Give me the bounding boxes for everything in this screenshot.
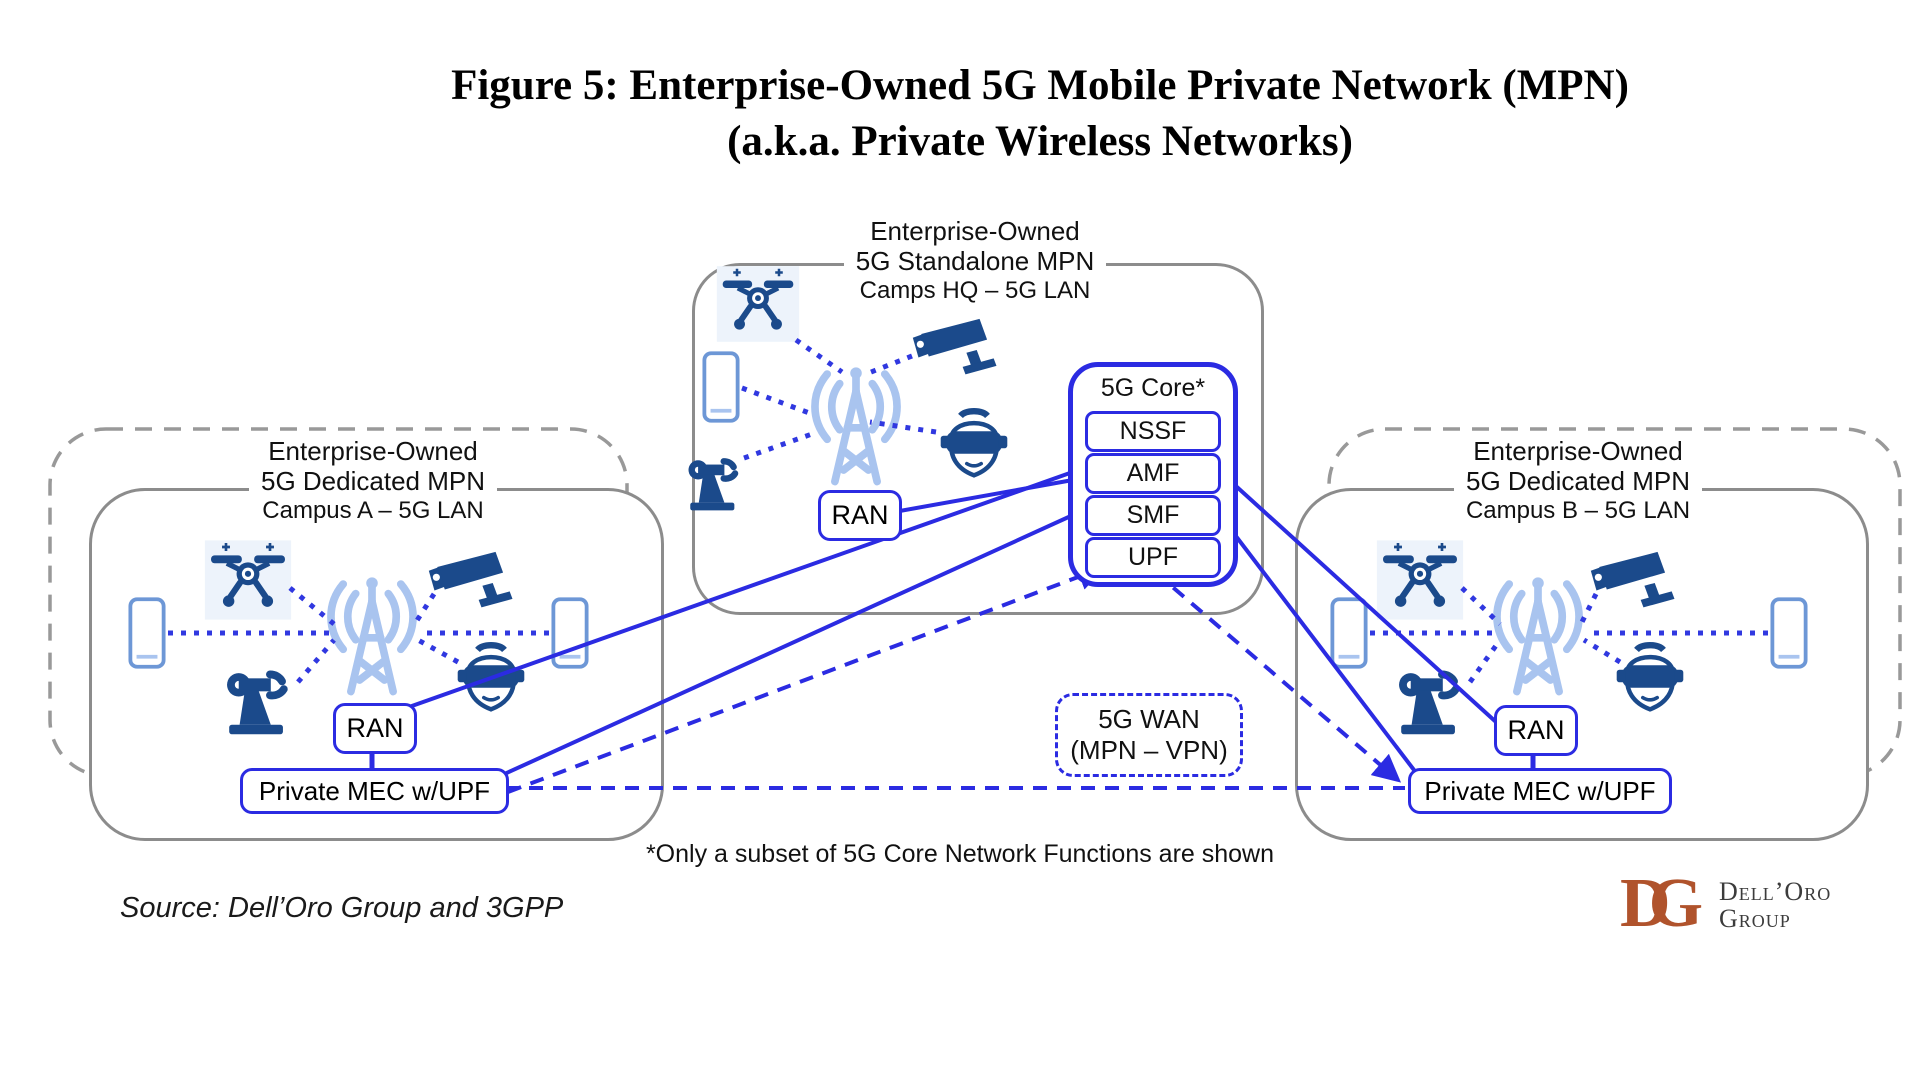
vr-headset-icon — [938, 402, 1010, 482]
campus-a-header: Enterprise-Owned 5G Dedicated MPN Campus… — [173, 436, 573, 526]
campus-b-header: Enterprise-Owned 5G Dedicated MPN Campus… — [1378, 436, 1778, 526]
a-private-mec-box: Private MEC w/UPF — [240, 768, 509, 814]
campus-hq-header-line1: Enterprise-Owned — [870, 216, 1080, 246]
core-fn-amf: AMF — [1085, 453, 1221, 494]
campus-a-header-line3: Campus A – 5G LAN — [262, 497, 484, 524]
5g-wan-box: 5G WAN (MPN – VPN) — [1055, 693, 1243, 777]
5g-wan-line2: (MPN – VPN) — [1070, 735, 1228, 765]
campus-hq-header-line3: Camps HQ – 5G LAN — [859, 277, 1091, 304]
wordmark-line2: Group — [1719, 904, 1791, 933]
core-fn-smf: SMF — [1085, 495, 1221, 536]
cctv-camera-icon — [426, 543, 520, 621]
core-footnote: *Only a subset of 5G Core Network Functi… — [645, 840, 1275, 868]
monogram-g: G — [1648, 865, 1704, 942]
campus-hq-header: Enterprise-Owned 5G Standalone MPN Camps… — [775, 216, 1175, 306]
smartphone-icon — [551, 596, 589, 670]
cell-tower-icon — [808, 360, 904, 486]
cctv-camera-icon — [1588, 543, 1682, 621]
hq-ran-box: RAN — [818, 490, 902, 541]
campus-a-header-line2: 5G Dedicated MPN — [249, 466, 497, 496]
core-fn-nssf: NSSF — [1085, 411, 1221, 452]
5g-core-box: 5G Core* NSSF AMF SMF UPF — [1068, 362, 1238, 587]
campus-b-header-line2: 5G Dedicated MPN — [1454, 466, 1702, 496]
figure-title-line2: (a.k.a. Private Wireless Networks) — [727, 118, 1353, 165]
robot-arm-icon — [224, 646, 302, 741]
cell-tower-icon — [1490, 570, 1586, 696]
drone-icon — [204, 536, 292, 624]
cctv-camera-icon — [910, 310, 1004, 388]
cell-tower-icon — [324, 570, 420, 696]
campus-hq-header-line2: 5G Standalone MPN — [843, 246, 1107, 276]
source-credit: Source: Dell’Oro Group and 3GPP — [120, 892, 564, 924]
vr-headset-icon — [455, 636, 527, 716]
5g-core-title: 5G Core* — [1100, 374, 1206, 402]
a-ran-box: RAN — [333, 703, 417, 754]
robot-arm-icon — [1396, 646, 1474, 741]
monogram-d: D — [1620, 865, 1671, 942]
campus-a-header-line1: Enterprise-Owned — [268, 436, 478, 466]
delloro-wordmark: Dell’Oro Group — [1719, 878, 1831, 932]
campus-b-header-line1: Enterprise-Owned — [1473, 436, 1683, 466]
smartphone-icon — [1770, 596, 1808, 670]
drone-icon — [1376, 536, 1464, 624]
delloro-logo: DG Dell’Oro Group — [1620, 869, 1831, 939]
robot-arm-icon — [686, 440, 750, 514]
campus-b-header-line3: Campus B – 5G LAN — [1465, 497, 1691, 524]
5g-wan-line1: 5G WAN — [1098, 704, 1200, 734]
wordmark-line1: Dell’Oro — [1719, 877, 1832, 906]
figure-title-line1: Figure 5: Enterprise-Owned 5G Mobile Pri… — [451, 62, 1629, 109]
delloro-monogram: DG — [1620, 869, 1703, 939]
vr-headset-icon — [1614, 636, 1686, 716]
drone-icon — [716, 262, 800, 346]
smartphone-icon — [128, 596, 166, 670]
smartphone-icon — [702, 350, 740, 424]
figure-title: Figure 5: Enterprise-Owned 5G Mobile Pri… — [160, 58, 1920, 170]
core-fn-upf: UPF — [1085, 537, 1221, 578]
b-private-mec-box: Private MEC w/UPF — [1408, 768, 1672, 814]
b-ran-box: RAN — [1494, 705, 1578, 756]
smartphone-icon — [1330, 596, 1368, 670]
